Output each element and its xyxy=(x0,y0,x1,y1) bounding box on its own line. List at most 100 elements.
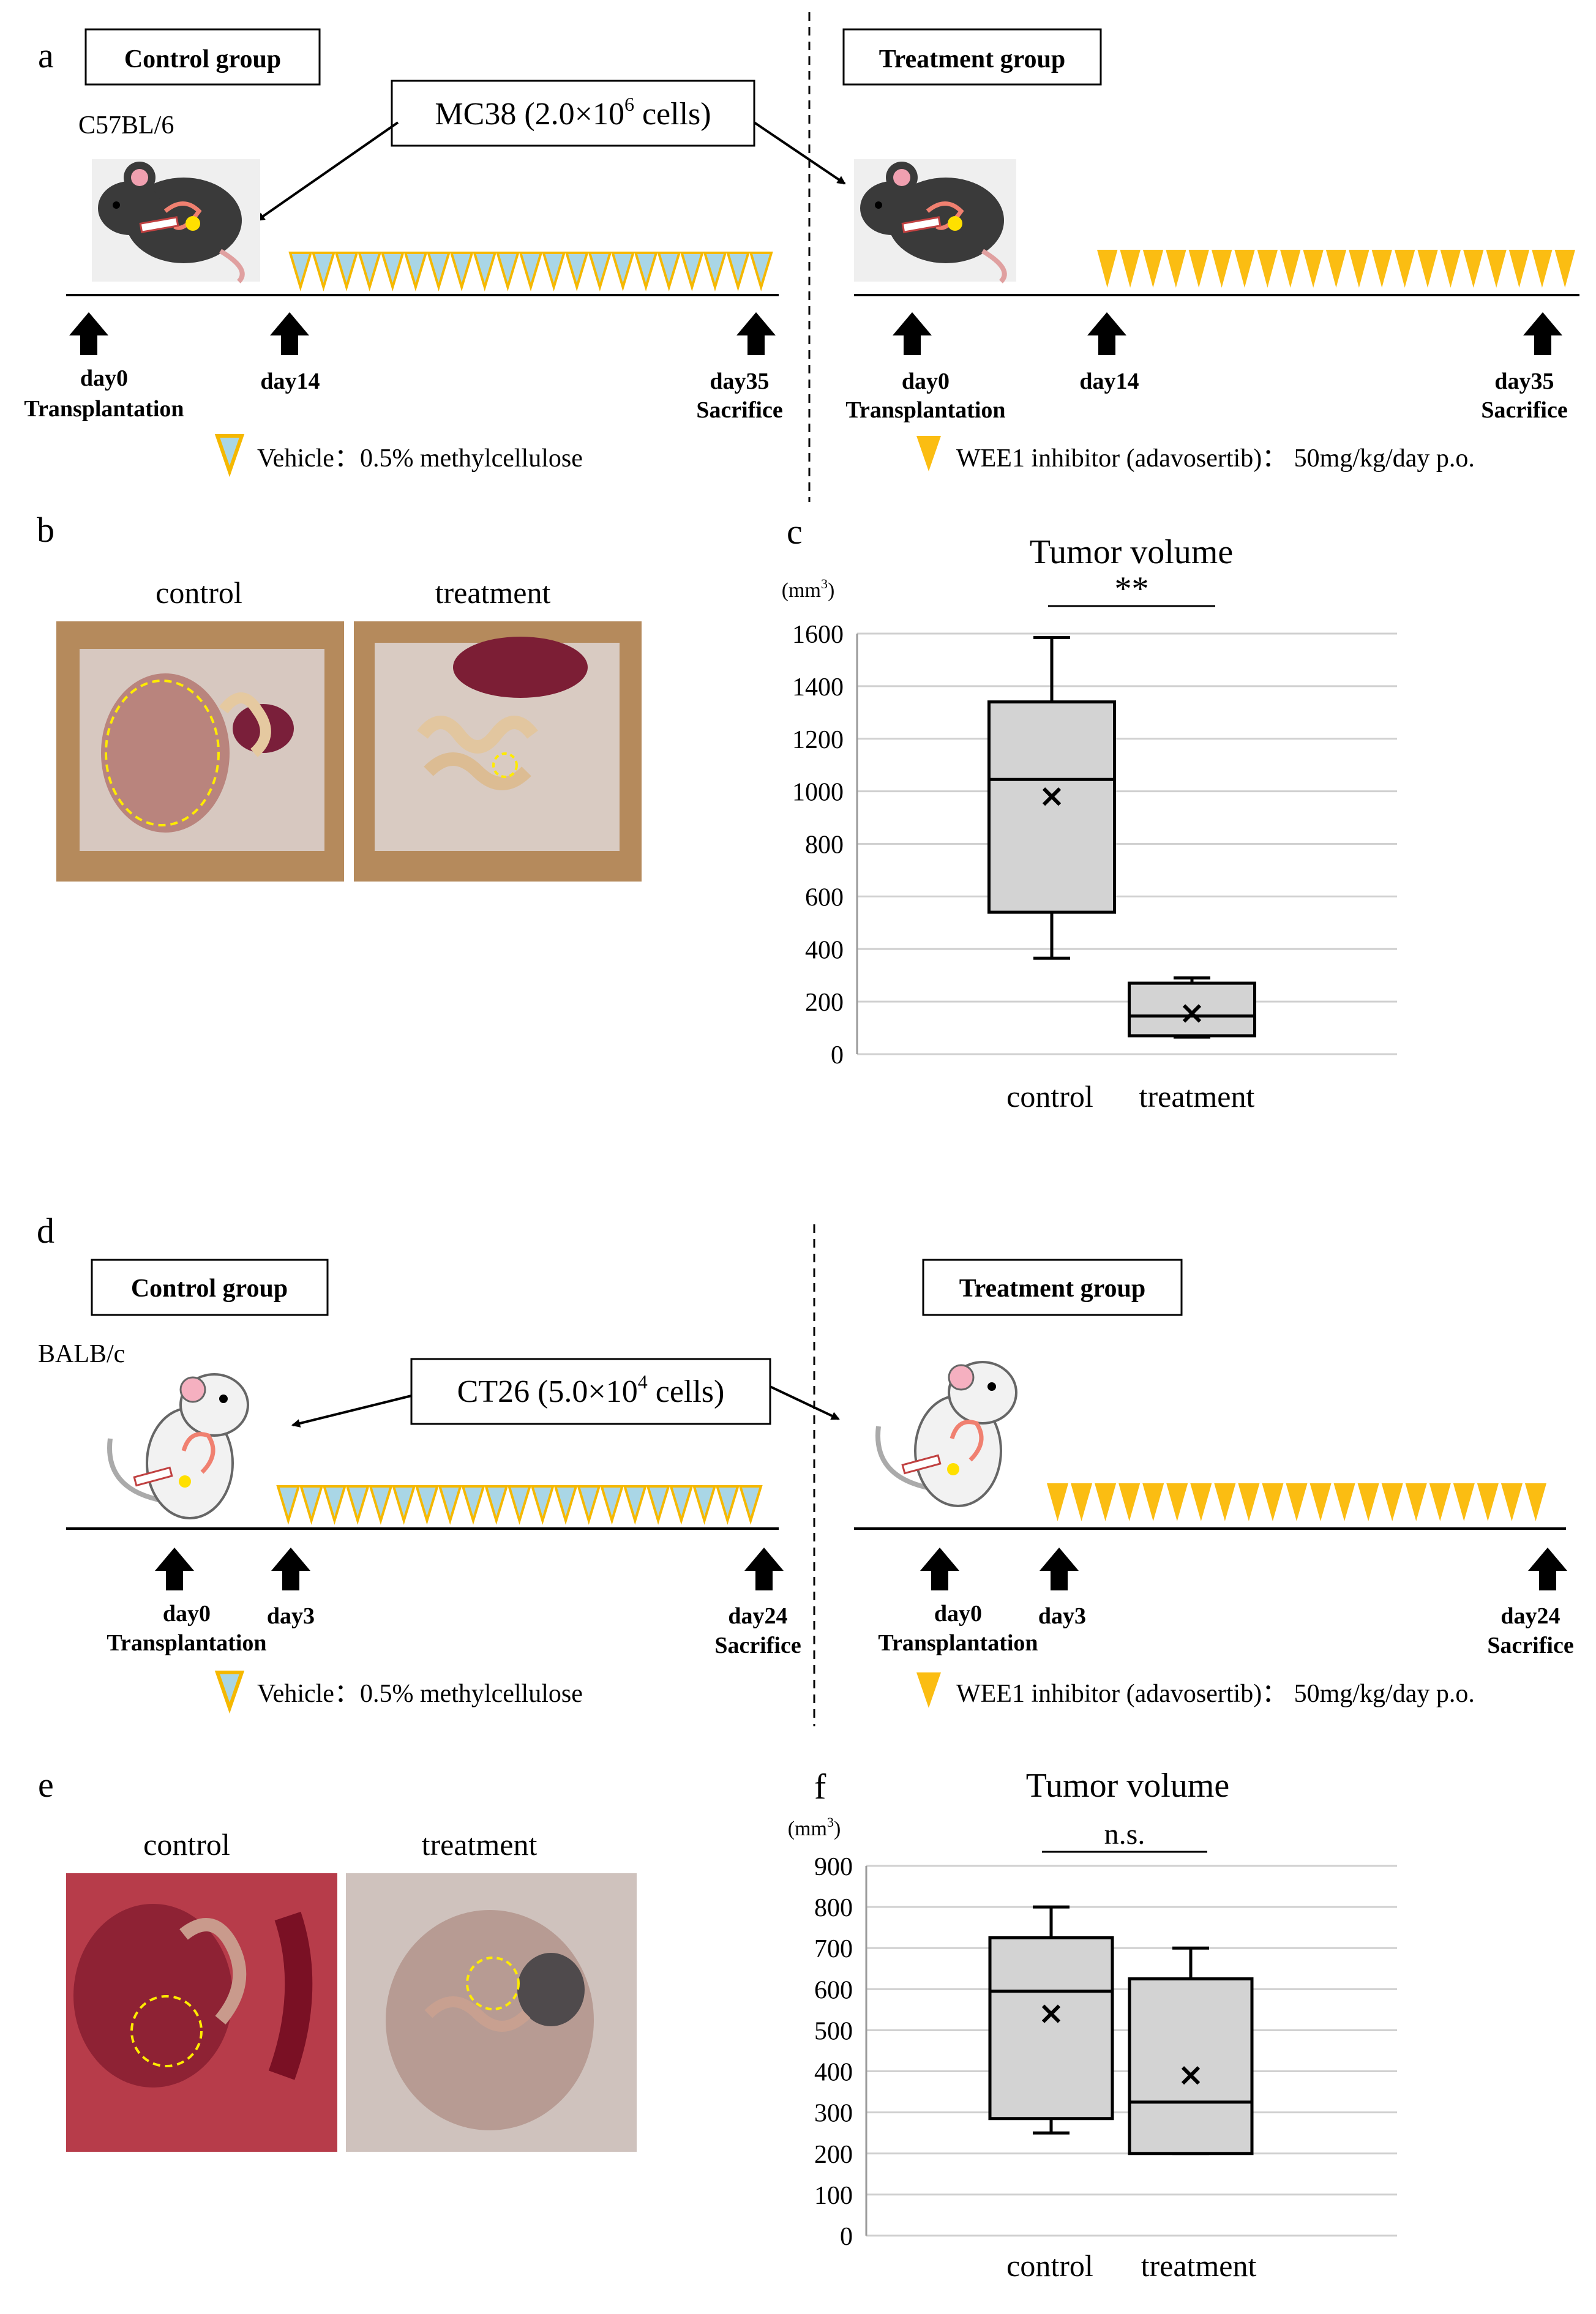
dose-triangle xyxy=(1381,1483,1403,1521)
photo-label-treatment: treatment xyxy=(422,1827,538,1862)
sacrifice-label: Sacrifice xyxy=(696,397,782,423)
dose-triangle xyxy=(299,1485,324,1525)
dose-triangle xyxy=(669,1485,694,1525)
up-arrow-day3 xyxy=(1040,1548,1079,1590)
dose-triangle xyxy=(623,1485,647,1525)
sacrifice-label: Sacrifice xyxy=(714,1633,801,1658)
dose-triangle xyxy=(1280,250,1301,288)
drug-legend: WEE1 inhibitor (adavosertib)： 50mg/kg/da… xyxy=(956,444,1475,473)
dose-triangle xyxy=(1286,1483,1308,1521)
dose-triangle xyxy=(519,252,543,291)
dose-triangle xyxy=(1047,1483,1069,1521)
dose-triangle xyxy=(588,252,612,291)
tumor-photo-control xyxy=(66,1873,337,2152)
up-arrow-day14 xyxy=(1087,312,1126,355)
y-tick-label: 300 xyxy=(814,2100,853,2128)
treatment-group-box xyxy=(922,1259,1183,1316)
dose-triangle xyxy=(1500,1483,1523,1521)
y-tick-label: 700 xyxy=(814,1935,853,1963)
y-tick-label: 400 xyxy=(814,2059,853,2087)
chart-title: Tumor volume xyxy=(1026,1767,1229,1805)
cell-line-label: CT26 (5.0×104 cells) xyxy=(457,1371,725,1409)
day3-label: day3 xyxy=(1038,1603,1086,1629)
up-arrow-day0 xyxy=(920,1548,959,1590)
y-tick-label: 800 xyxy=(814,1894,853,1922)
treatment-group-title: Treatment group xyxy=(959,1275,1145,1303)
panel-b: b control treatment xyxy=(37,510,642,882)
dose-triangle xyxy=(427,252,451,291)
dose-triangle xyxy=(1524,1483,1546,1521)
tumor-outline xyxy=(466,1956,520,2010)
control-group-box xyxy=(91,1259,329,1316)
tumor-outline xyxy=(130,1995,203,2067)
dose-triangle xyxy=(577,1485,601,1525)
drug-dose-markers xyxy=(1097,250,1575,288)
up-arrow-day0 xyxy=(155,1548,194,1590)
y-tick-label: 600 xyxy=(805,883,844,912)
day24-label: day24 xyxy=(1500,1603,1560,1629)
y-tick-label: 0 xyxy=(840,2223,853,2251)
tumor-photo-treatment xyxy=(354,621,642,882)
drug-legend-icon xyxy=(916,436,941,471)
y-tick-label: 100 xyxy=(814,2182,853,2210)
box-treatment xyxy=(1128,1977,1254,2155)
black-mouse-illustration xyxy=(854,159,1016,283)
dose-triangle xyxy=(311,252,335,291)
treatment-group-title: Treatment group xyxy=(879,45,1065,73)
black-mouse-illustration xyxy=(92,159,260,283)
drug-legend: WEE1 inhibitor (adavosertib)： 50mg/kg/da… xyxy=(956,1680,1475,1708)
day0-label: day0 xyxy=(80,365,128,391)
control-group-title: Control group xyxy=(124,45,281,73)
dose-triangle xyxy=(1477,1483,1499,1521)
panel-a: a Control group Treatment group C57BL/6 … xyxy=(24,12,1579,502)
injection-arrow-right xyxy=(753,121,846,185)
dose-triangle xyxy=(749,252,773,291)
dose-triangle xyxy=(1371,250,1392,288)
dose-triangle xyxy=(449,252,474,291)
vehicle-dose-markers xyxy=(276,1485,763,1525)
dose-triangle xyxy=(542,252,566,291)
white-mouse-illustration xyxy=(107,1373,249,1519)
up-arrow-day35 xyxy=(736,312,776,355)
y-axis-label: (mm3) xyxy=(788,1814,841,1840)
vehicle-dose-markers xyxy=(288,252,773,291)
x-category-label: treatment xyxy=(1139,1079,1255,1114)
treatment-group-box xyxy=(842,28,1102,86)
dose-triangle xyxy=(369,1485,393,1525)
dose-triangle xyxy=(1349,250,1369,288)
cell-line-box xyxy=(391,80,755,147)
y-tick-label: 500 xyxy=(814,2017,853,2045)
transplantation-label: Transplantation xyxy=(107,1630,266,1656)
dose-triangle xyxy=(1097,250,1118,288)
dose-triangle xyxy=(1309,1483,1332,1521)
tumor-outline xyxy=(492,752,518,778)
dose-triangle xyxy=(1118,1483,1141,1521)
y-tick-label: 1200 xyxy=(792,726,844,754)
control-group-title: Control group xyxy=(131,1275,288,1303)
dose-triangle xyxy=(1257,250,1278,288)
dose-triangle xyxy=(1394,250,1415,288)
transplantation-label: Transplantation xyxy=(878,1630,1038,1656)
dose-triangle xyxy=(334,252,359,291)
mouse-strain-label: C57BL/6 xyxy=(78,111,174,140)
up-arrow-day35 xyxy=(1523,312,1562,355)
dose-triangle xyxy=(610,252,635,291)
white-mouse-illustration xyxy=(875,1361,1017,1507)
dose-triangle xyxy=(1440,250,1461,288)
dose-triangle xyxy=(495,252,520,291)
up-arrow-day24 xyxy=(1528,1548,1567,1590)
panel-b-letter: b xyxy=(37,510,54,550)
dose-triangle xyxy=(1234,250,1255,288)
dose-triangle xyxy=(1211,250,1232,288)
dose-triangle xyxy=(414,1485,440,1525)
panel-c-letter: c xyxy=(787,512,803,552)
cell-line-box xyxy=(410,1358,771,1425)
mean-marker xyxy=(1041,2004,1061,2023)
vehicle-legend: Vehicle：0.5% methylcellulose xyxy=(257,444,583,473)
mean-marker xyxy=(1042,787,1062,806)
box-treatment xyxy=(1128,981,1256,1038)
chart-title: Tumor volume xyxy=(1030,533,1233,571)
up-arrow-day24 xyxy=(744,1548,784,1590)
